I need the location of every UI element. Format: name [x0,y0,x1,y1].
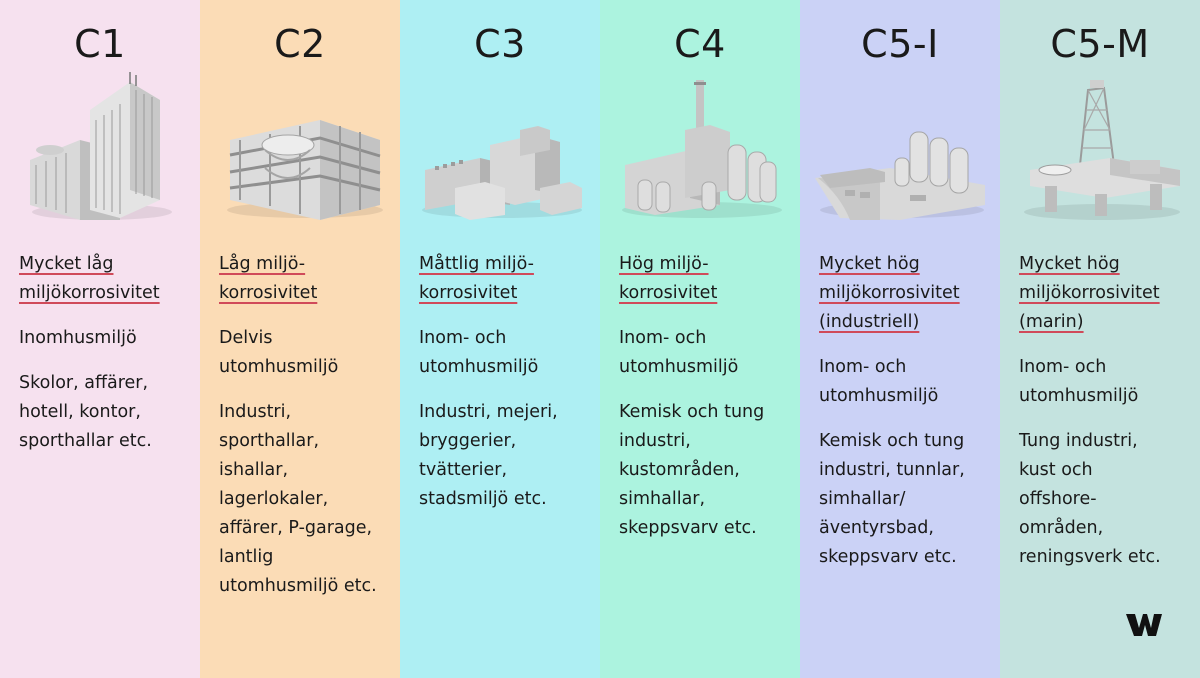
industrial-port-icon [810,70,990,230]
environment-text: Inom- och utomhusmiljö [619,328,739,377]
column-title: C3 [474,22,526,66]
corrosivity-heading: Låg miljö- korrosivitet [219,254,318,303]
corrosivity-heading: Mycket hög miljökorrosivitet (marin) [1019,254,1160,332]
examples-text: Kemisk och tung industri, tunnlar, simha… [819,431,965,567]
examples-text: Industri, mejeri, bryggerier, tvätterier… [419,402,558,509]
corrosivity-heading: Hög miljö- korrosivitet [619,254,718,303]
examples-text: Industri, sporthallar, ishallar, lagerlo… [219,402,377,596]
column-c4: C4 Hög miljö- [600,0,800,678]
column-title: C5-I [861,22,939,66]
column-title: C4 [674,22,726,66]
environment-text: Delvis utomhusmiljö [219,328,339,377]
column-text: Mycket hög miljökorrosivitet (marin) Ino… [1019,250,1192,572]
column-c1: C1 [0,0,200,678]
column-text: Hög miljö- korrosivitet Inom- och utomhu… [619,250,792,543]
column-text: Mycket låg miljökorrosivitet Inomhusmilj… [19,250,192,456]
environment-text: Inom- och utomhusmiljö [1019,357,1139,406]
column-c5-i: C5-I Mycket hög [800,0,1000,678]
w-logo-icon [1126,612,1162,638]
chemical-plant-icon [610,70,790,230]
examples-text: Tung industri, kust och offshore- område… [1019,431,1161,567]
column-c3: C3 Måttlig miljö- korrosivitet [400,0,600,678]
column-title: C1 [74,22,126,66]
column-c5-m: C5-M [1000,0,1200,678]
environment-text: Inomhusmiljö [19,328,137,348]
corrosivity-heading: Mycket hög miljökorrosivitet (industriel… [819,254,960,332]
corrosivity-heading: Måttlig miljö- korrosivitet [419,254,534,303]
examples-text: Skolor, affärer, hotell, kontor, sportha… [19,373,152,451]
examples-text: Kemisk och tung industri, kustområden, s… [619,402,765,538]
environment-text: Inom- och utomhusmiljö [419,328,539,377]
column-text: Mycket hög miljökorrosivitet (industriel… [819,250,992,572]
column-text: Måttlig miljö- korrosivitet Inom- och ut… [419,250,592,514]
column-title: C5-M [1050,22,1150,66]
column-title: C2 [274,22,326,66]
office-tower-icon [10,70,190,230]
dairy-plant-icon [410,70,590,230]
offshore-rig-icon [1010,70,1190,230]
column-text: Låg miljö- korrosivitet Delvis utomhusmi… [219,250,392,601]
parking-garage-icon [210,70,390,230]
column-c2: C2 [200,0,400,678]
environment-text: Inom- och utomhusmiljö [819,357,939,406]
corrosivity-heading: Mycket låg miljökorrosivitet [19,254,160,303]
